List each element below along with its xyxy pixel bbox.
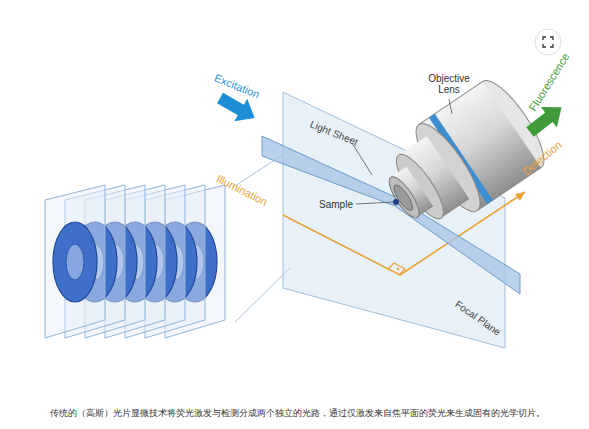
right-angle-dot	[397, 268, 400, 271]
callout-label: Light Sheet	[308, 118, 359, 147]
section-core	[66, 244, 84, 280]
fullscreen-button	[535, 29, 561, 55]
projection-line	[235, 268, 290, 322]
callout-label: Objective Lens	[421, 73, 477, 95]
figure-caption: 传统的（高斯）光片显微技术将荧光激发与检测分成两个独立的光路，通过仅激发来自焦平…	[50, 408, 585, 420]
sample-dot	[393, 199, 399, 205]
callout-label: Excitation	[213, 71, 262, 100]
callout-label: Illumination	[214, 172, 269, 208]
callout-label: Fluorescence	[526, 51, 571, 113]
axis-arrowhead	[515, 192, 525, 201]
callout-label: Sample	[319, 199, 353, 210]
leader-line	[356, 202, 393, 204]
fullscreen-icon	[543, 37, 553, 47]
lens-face	[389, 148, 451, 224]
lens-aperture	[391, 183, 416, 213]
sample-section	[53, 222, 97, 302]
right-angle-mark	[388, 263, 405, 275]
slice-plane	[45, 185, 105, 338]
lens-face	[384, 173, 424, 222]
objective-lens	[368, 72, 554, 244]
callout-label: Detection	[520, 138, 563, 177]
slice-stack	[45, 185, 225, 338]
lens-body	[391, 167, 434, 217]
callout-label: Focal Plane	[453, 298, 503, 337]
slice	[45, 185, 105, 338]
leader-line	[352, 143, 372, 175]
leader-line	[449, 99, 452, 114]
